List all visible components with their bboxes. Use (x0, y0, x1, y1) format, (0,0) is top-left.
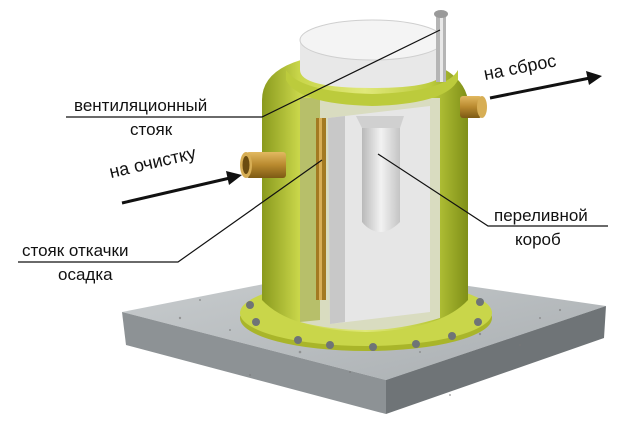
overflow-box-label-line1: переливной (494, 206, 588, 225)
overflow-box (356, 116, 404, 232)
outflow-arrow (489, 71, 602, 100)
vent-riser-label-line2: стояк (130, 120, 173, 139)
leader-lines (18, 29, 608, 263)
inflow-arrow (121, 171, 242, 205)
sludge-riser-label-line1: стояк откачки (22, 241, 129, 260)
vent-riser-label-line1: вентиляционный (74, 96, 208, 115)
inlet-pipe (240, 152, 286, 178)
sludge-riser-label-line2: осадка (58, 265, 113, 284)
sludge-riser (316, 118, 326, 300)
outlet-pipe (460, 96, 487, 118)
vent-leader-line (66, 29, 441, 118)
overflow-leader-line (377, 153, 608, 227)
overflow-box-label-line2: короб (515, 230, 561, 249)
vent-pipe (434, 10, 448, 82)
tank-lid (286, 19, 458, 106)
sludge-leader-line (18, 159, 323, 263)
